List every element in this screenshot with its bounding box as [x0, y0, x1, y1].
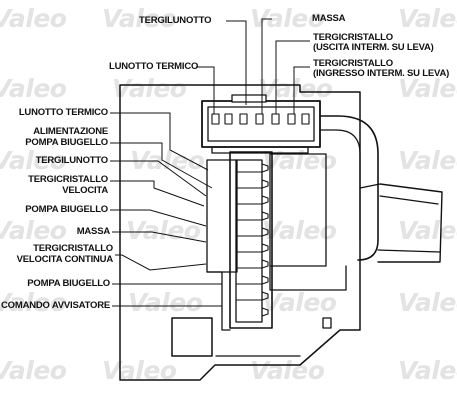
label-tergi-ingresso-1: TERGICRISTALLO — [313, 58, 393, 69]
label-tergilunotto: TERGILUNOTTO — [139, 15, 212, 26]
label-tergi-velocita-1: TERGICRISTALLO — [28, 174, 108, 185]
leader-4 — [110, 180, 205, 207]
label-alimentazione: ALIMENTAZIONE — [33, 126, 108, 137]
leader-3 — [110, 160, 207, 197]
label-tergi-velocita-2: VELOCITA — [62, 185, 108, 196]
cable-to-housing — [319, 115, 379, 261]
leader-tergilunotto — [226, 20, 247, 105]
label-tergi-uscita-2: (USCITA INTERM. SU LEVA) — [313, 42, 434, 53]
leader-1 — [110, 112, 209, 171]
label-tergi-uscita-1: TERGICRISTALLO — [313, 32, 393, 43]
stalk-housing — [359, 183, 443, 263]
left-connector — [229, 151, 273, 329]
label-comando-avvisatore: COMANDO AVVISATORE — [1, 300, 110, 311]
label-tergi-continua-1: TERGICRISTALLO — [33, 243, 113, 254]
label-tergi-continua-2: VELOCITA CONTINUA — [16, 254, 114, 265]
leader-tergi-uscita — [275, 40, 310, 114]
switch-housing — [119, 84, 361, 381]
leader-5 — [110, 209, 207, 227]
inner-body — [269, 153, 327, 267]
label-tergilunotto-left: TERGILUNOTTO — [35, 155, 109, 166]
leader-7 — [115, 254, 207, 271]
leader-lunotto-termico-top — [196, 66, 215, 114]
label-tergi-ingresso-2: (INGRESSO INTERM. SU LEVA) — [313, 68, 450, 79]
top-connector-inner — [207, 106, 315, 142]
label-massa-left: MASSA — [76, 226, 111, 237]
bottom-box — [171, 317, 213, 357]
label-pompa-biugello-3: POMPA BIUGELLO — [27, 278, 110, 289]
leader-tergi-ingresso — [293, 66, 310, 114]
top-connector-base — [211, 146, 309, 154]
label-lunotto-termico: LUNOTTO TERMICO — [18, 107, 108, 118]
label-lunotto-termico-top: LUNOTTO TERMICO — [109, 61, 199, 72]
leader-2 — [110, 142, 213, 189]
top-connector-tab — [231, 94, 267, 103]
label-pompa-biugello-2: POMPA BIUGELLO — [25, 204, 108, 215]
label-pompa-biugello-1: POMPA BIUGELLO — [25, 137, 108, 148]
label-massa: MASSA — [312, 13, 346, 24]
leader-massa — [261, 18, 272, 114]
leader-6 — [112, 231, 207, 243]
